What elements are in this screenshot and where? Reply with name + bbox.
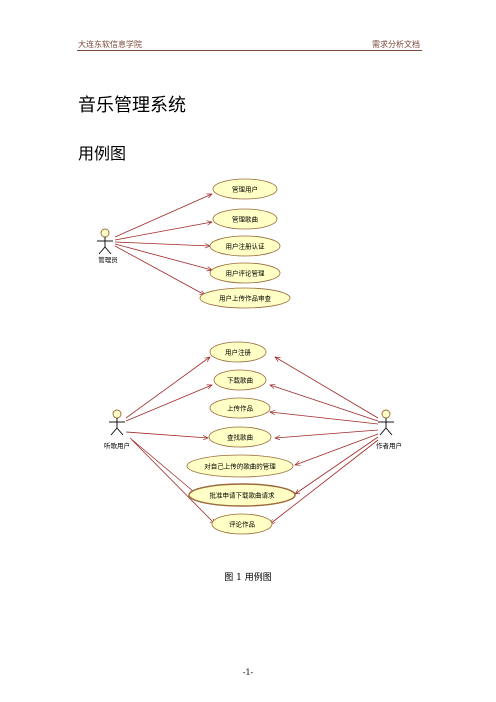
actor-listener-figure [109,409,125,436]
uc-comment-works: 评论作品 [229,520,255,529]
diagram-users: 听歌用户 作者用户 [104,341,402,535]
header-rule [77,50,422,51]
document-title: 音乐管理系统 [78,95,186,116]
uc-approve-download-requests: 批准申请下载歌曲请求 [210,491,276,500]
actor-author-label: 作者用户 [376,441,402,450]
author-associations [270,357,379,524]
uc-manage-users: 管理用户 [232,185,258,194]
uc-manage-songs: 管理歌曲 [232,215,258,224]
uc-upload-review: 用户上传作品审查 [219,294,272,303]
listener-associations [125,357,215,524]
uc-upload-works: 上传作品 [227,404,253,413]
figure-caption: 图 1 用例图 [224,573,272,583]
actor-admin-label: 管理员 [98,255,118,264]
user-use-case-ovals [186,341,296,535]
uc-download-songs: 下载歌曲 [227,376,253,385]
uc-search-songs: 查找歌曲 [227,433,253,442]
page-number: -1- [242,668,254,677]
admin-use-case-labels: 管理用户 管理歌曲 用户注册认证 用户评论管理 用户上传作品审查 [219,185,272,303]
admin-associations [114,193,212,295]
section-heading: 用例图 [78,144,127,163]
actor-author-figure [378,409,394,436]
uc-manage-own-songs: 对自己上传的歌曲的管理 [204,462,276,471]
diagram-admin: 管理员 管理用户 管理歌曲 用户注册认证 用户评论管理 用户上传作品审查 [97,178,291,309]
actor-listener-label: 听歌用户 [104,441,130,450]
uc-registration-auth: 用户注册认证 [226,242,266,251]
header-right: 需求分析文档 [372,40,420,49]
header-left: 大连东软信息学院 [78,40,142,49]
admin-use-case-ovals [199,178,291,309]
uc-register: 用户注册 [225,348,252,357]
uc-comment-management: 用户评论管理 [226,269,266,278]
actor-admin-figure [97,228,113,255]
user-use-case-labels: 用户注册 下载歌曲 上传作品 查找歌曲 对自己上传的歌曲的管理 批准申请下载歌曲… [204,348,276,529]
